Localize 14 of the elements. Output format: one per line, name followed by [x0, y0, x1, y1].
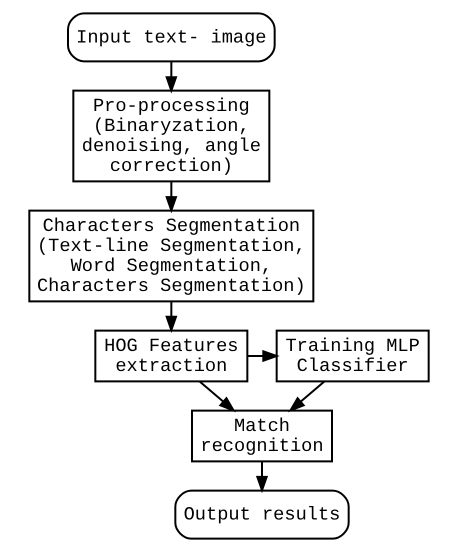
node-box: Match recognition: [190, 410, 332, 462]
node-box: Training MLP Classifier: [275, 330, 430, 382]
arrow: [255, 461, 268, 494]
arrow: [164, 181, 177, 214]
node-box: Input text- image: [66, 12, 276, 62]
node-box: HOG Features extraction: [94, 330, 248, 382]
node-box: Output results: [174, 490, 350, 540]
arrow: [246, 350, 280, 362]
arrow: [198, 380, 236, 412]
arrow: [164, 301, 177, 334]
node-box: Pro-processing (Binaryzation, denoising, angle correction): [72, 90, 270, 182]
node-box: Characters Segmentation (Text-line Segmentation, Word Segmentation, Characters Segmentation): [28, 210, 314, 302]
arrow: [164, 61, 177, 94]
arrow: [288, 380, 325, 412]
